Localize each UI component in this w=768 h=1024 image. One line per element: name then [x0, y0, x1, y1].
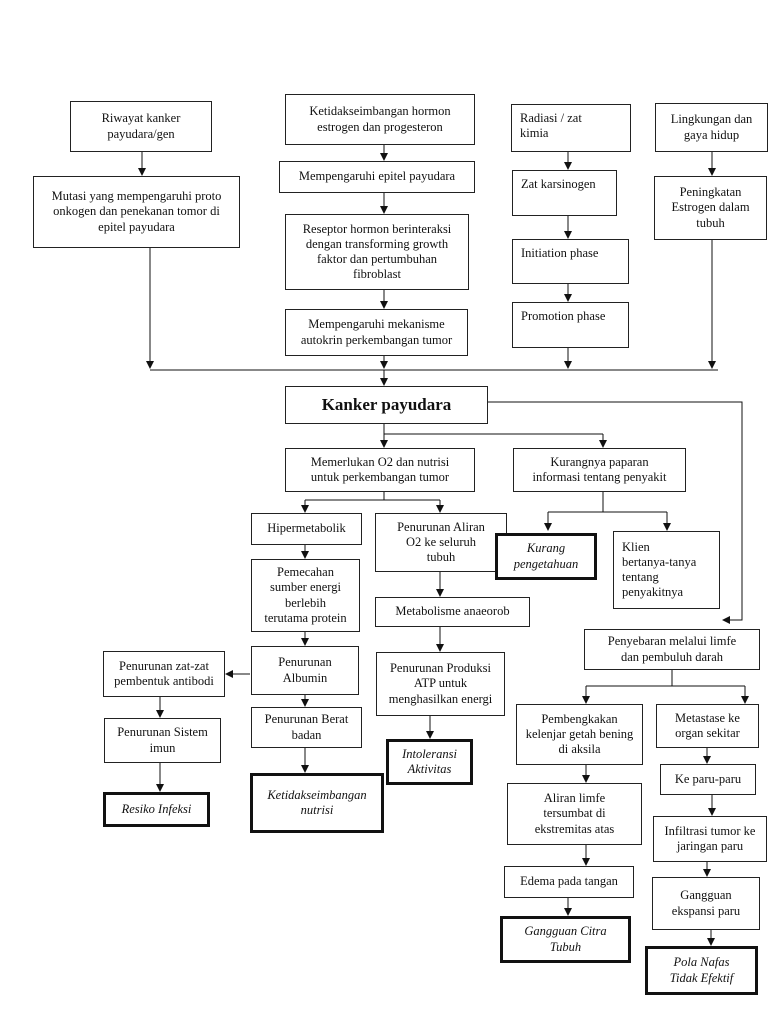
node-metastase: Metastase ke organ sekitar	[656, 704, 759, 748]
node-mutasi: Mutasi yang mempengaruhi proto onkogen d…	[33, 176, 240, 248]
node-hipermetabolik: Hipermetabolik	[251, 513, 362, 545]
node-pemecahan: Pemecahan sumber energi berlebih terutam…	[251, 559, 360, 632]
node-epitel: Mempengaruhi epitel payudara	[279, 161, 475, 193]
diagnosis-resiko-infeksi: Resiko Infeksi	[103, 792, 210, 827]
node-riwayat: Riwayat kanker payudara/gen	[70, 101, 212, 152]
node-promotion: Promotion phase	[512, 302, 629, 348]
node-klien: Klien bertanya-tanya tentang penyakitnya	[613, 531, 720, 609]
node-pembengkakan: Pembengkakan kelenjar getah bening di ak…	[516, 704, 643, 765]
node-paru: Ke paru-paru	[660, 764, 756, 795]
diagnosis-pola-nafas: Pola Nafas Tidak Efektif	[645, 946, 758, 995]
node-anaerob: Metabolisme anaeorob	[375, 597, 530, 627]
node-reseptor: Reseptor hormon berinteraksi dengan tran…	[285, 214, 469, 290]
node-kurang-paparan: Kurangnya paparan informasi tentang peny…	[513, 448, 686, 492]
node-aliran-limfe: Aliran limfe tersumbat di ekstremitas at…	[507, 783, 642, 845]
diagnosis-ketidakseimbangan-nutrisi: Ketidakseimbangan nutrisi	[250, 773, 384, 833]
node-karsinogen: Zat karsinogen	[512, 170, 617, 216]
node-kanker-payudara: Kanker payudara	[285, 386, 488, 424]
node-lingkungan: Lingkungan dan gaya hidup	[655, 103, 768, 152]
node-berat-badan: Penurunan Berat badan	[251, 707, 362, 748]
node-imun: Penurunan Sistem imun	[104, 718, 221, 763]
node-initiation: Initiation phase	[512, 239, 629, 284]
node-aliran-o2: Penurunan Aliran O2 ke seluruh tubuh	[375, 513, 507, 572]
diagnosis-gangguan-citra-tubuh: Gangguan Citra Tubuh	[500, 916, 631, 963]
node-radiasi: Radiasi / zat kimia	[511, 104, 631, 152]
node-ketidakseimbangan-hormon: Ketidakseimbangan hormon estrogen dan pr…	[285, 94, 475, 145]
node-atp: Penurunan Produksi ATP untuk menghasilka…	[376, 652, 505, 716]
edge-kanker-penyebaran	[488, 401, 743, 624]
node-mekanisme: Mempengaruhi mekanisme autokrin perkemba…	[285, 309, 468, 356]
node-infiltrasi: Infiltrasi tumor ke jaringan paru	[653, 816, 767, 862]
node-ekspansi: Gangguan ekspansi paru	[652, 877, 760, 930]
node-zat-antibodi: Penurunan zat-zat pembentuk antibodi	[103, 651, 225, 697]
diagnosis-kurang-pengetahuan: Kurang pengetahuan	[495, 533, 597, 580]
node-edema: Edema pada tangan	[504, 866, 634, 898]
node-albumin: Penurunan Albumin	[251, 646, 359, 695]
diagnosis-intoleransi-aktivitas: Intoleransi Aktivitas	[386, 739, 473, 785]
node-penyebaran: Penyebaran melalui limfe dan pembuluh da…	[584, 629, 760, 670]
node-estrogen: Peningkatan Estrogen dalam tubuh	[654, 176, 767, 240]
node-o2-nutrisi: Memerlukan O2 dan nutrisi untuk perkemba…	[285, 448, 475, 492]
